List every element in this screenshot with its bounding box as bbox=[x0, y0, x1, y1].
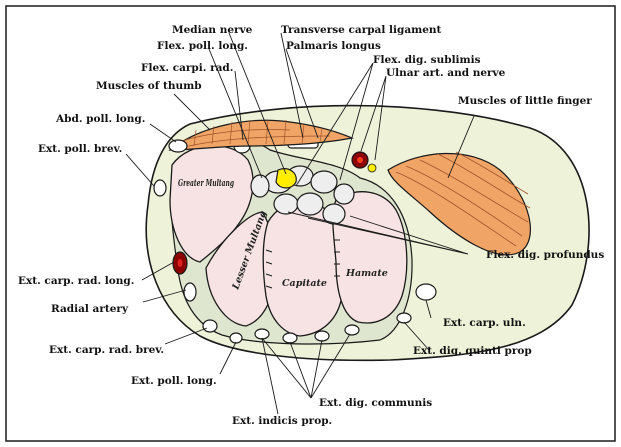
label-ext-dig-communis: Ext. dig. communis bbox=[319, 397, 432, 409]
label-ulnar-art-and-nerve: Ulnar art. and nerve bbox=[386, 67, 506, 79]
label-median-nerve: Median nerve bbox=[172, 24, 253, 36]
label-flex-carpi-rad: Flex. carpi. rad. bbox=[141, 62, 233, 74]
label-flex-poll-long: Flex. poll. long. bbox=[157, 40, 248, 52]
ulnar-nerve bbox=[368, 164, 376, 172]
label-ext-carp-rad-long: Ext. carp. rad. long. bbox=[18, 275, 134, 287]
label-muscles-of-thumb: Muscles of thumb bbox=[96, 80, 202, 92]
label-radial-artery: Radial artery bbox=[51, 303, 129, 315]
label-ext-carp-uln: Ext. carp. uln. bbox=[443, 317, 526, 329]
label-flex-dig-sublimis: Flex. dig. sublimis bbox=[373, 54, 481, 66]
label-greater-multang: Greater Multang bbox=[178, 178, 234, 189]
label-ext-carp-rad-brev: Ext. carp. rad. brev. bbox=[49, 344, 164, 356]
label-hamate: Hamate bbox=[345, 268, 388, 279]
median-nerve-shape bbox=[276, 169, 296, 188]
label-ext-dig-quinti-prop: Ext. dig. quinti prop bbox=[413, 345, 532, 357]
label-palmaris-longus: Palmaris longus bbox=[286, 40, 381, 52]
ulnar-artery-lumen bbox=[357, 157, 363, 163]
label-flex-dig-profundus: Flex. dig. profundus bbox=[486, 249, 604, 261]
label-ext-poll-long: Ext. poll. long. bbox=[131, 375, 217, 387]
label-muscles-of-little-finger: Muscles of little finger bbox=[458, 95, 592, 107]
label-ext-indicis-prop: Ext. indicis prop. bbox=[232, 415, 332, 427]
radial-artery-lumen bbox=[178, 259, 183, 267]
label-transverse-carpal-ligament: Transverse carpal ligament bbox=[281, 24, 442, 36]
label-capitate: Capitate bbox=[282, 278, 327, 289]
label-ext-poll-brev: Ext. poll. brev. bbox=[38, 143, 122, 155]
label-abd-poll-long: Abd. poll. long. bbox=[55, 113, 145, 125]
